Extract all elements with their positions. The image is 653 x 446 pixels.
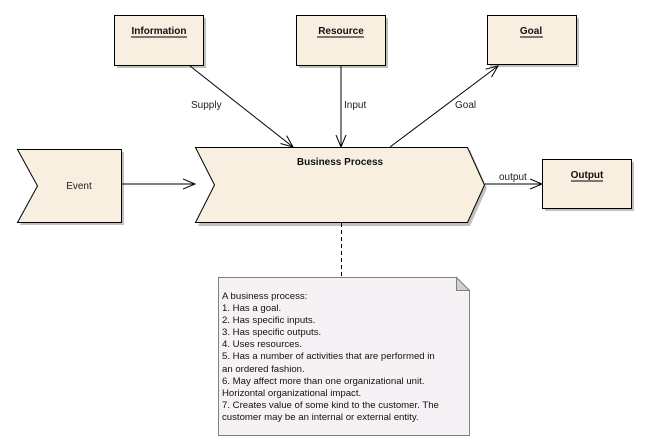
business-process-node[interactable]: Business Process [194,147,488,227]
output-node[interactable]: Output [542,159,635,212]
goal-node[interactable]: Goal [487,15,580,68]
note-shape [218,277,470,436]
note-line: 6. May affect more than one organization… [222,375,425,387]
supply-connector[interactable] [189,65,293,147]
goal-box [487,15,577,65]
event-label: Event [66,181,92,192]
note-line: 7. Creates value of some kind to the cus… [222,399,439,411]
business-process-shape [194,147,486,223]
goal-label: Goal [520,26,542,37]
input-label: Input [344,100,366,111]
information-label: Information [132,26,187,37]
note-node[interactable] [218,276,471,436]
note-line: 5. Has a number of activities that are p… [222,351,435,363]
note-line: Horizontal organizational impact. [222,387,362,399]
information-box [114,15,204,66]
resource-label: Resource [318,26,364,37]
output-box [542,159,632,209]
note-line: A business process: [222,291,308,302]
note-line: 3. Has specific outputs. [222,327,322,339]
goal-edge-label: Goal [455,100,476,111]
note-line: 1. Has a goal. [222,303,282,315]
note-line: 4. Uses resources. [222,339,302,351]
information-node[interactable]: Information [114,15,207,69]
event-node[interactable]: Event [16,149,125,226]
resource-node[interactable]: Resource [296,15,389,69]
output-label: Output [571,170,604,181]
goal-connector[interactable] [389,66,498,148]
note-line: 2. Has specific inputs. [222,315,316,327]
output-edge-label: output [499,172,527,183]
supply-label: Supply [191,100,222,111]
note-line: customer may be an internal or external … [222,411,419,423]
note-line: an ordered fashion. [222,363,305,375]
note-fold-icon [456,276,471,291]
resource-box [296,15,386,66]
note-text: A business process: 1. Has a goal. 2. Ha… [222,291,468,424]
business-process-label: Business Process [297,157,384,168]
event-shape [16,149,122,223]
